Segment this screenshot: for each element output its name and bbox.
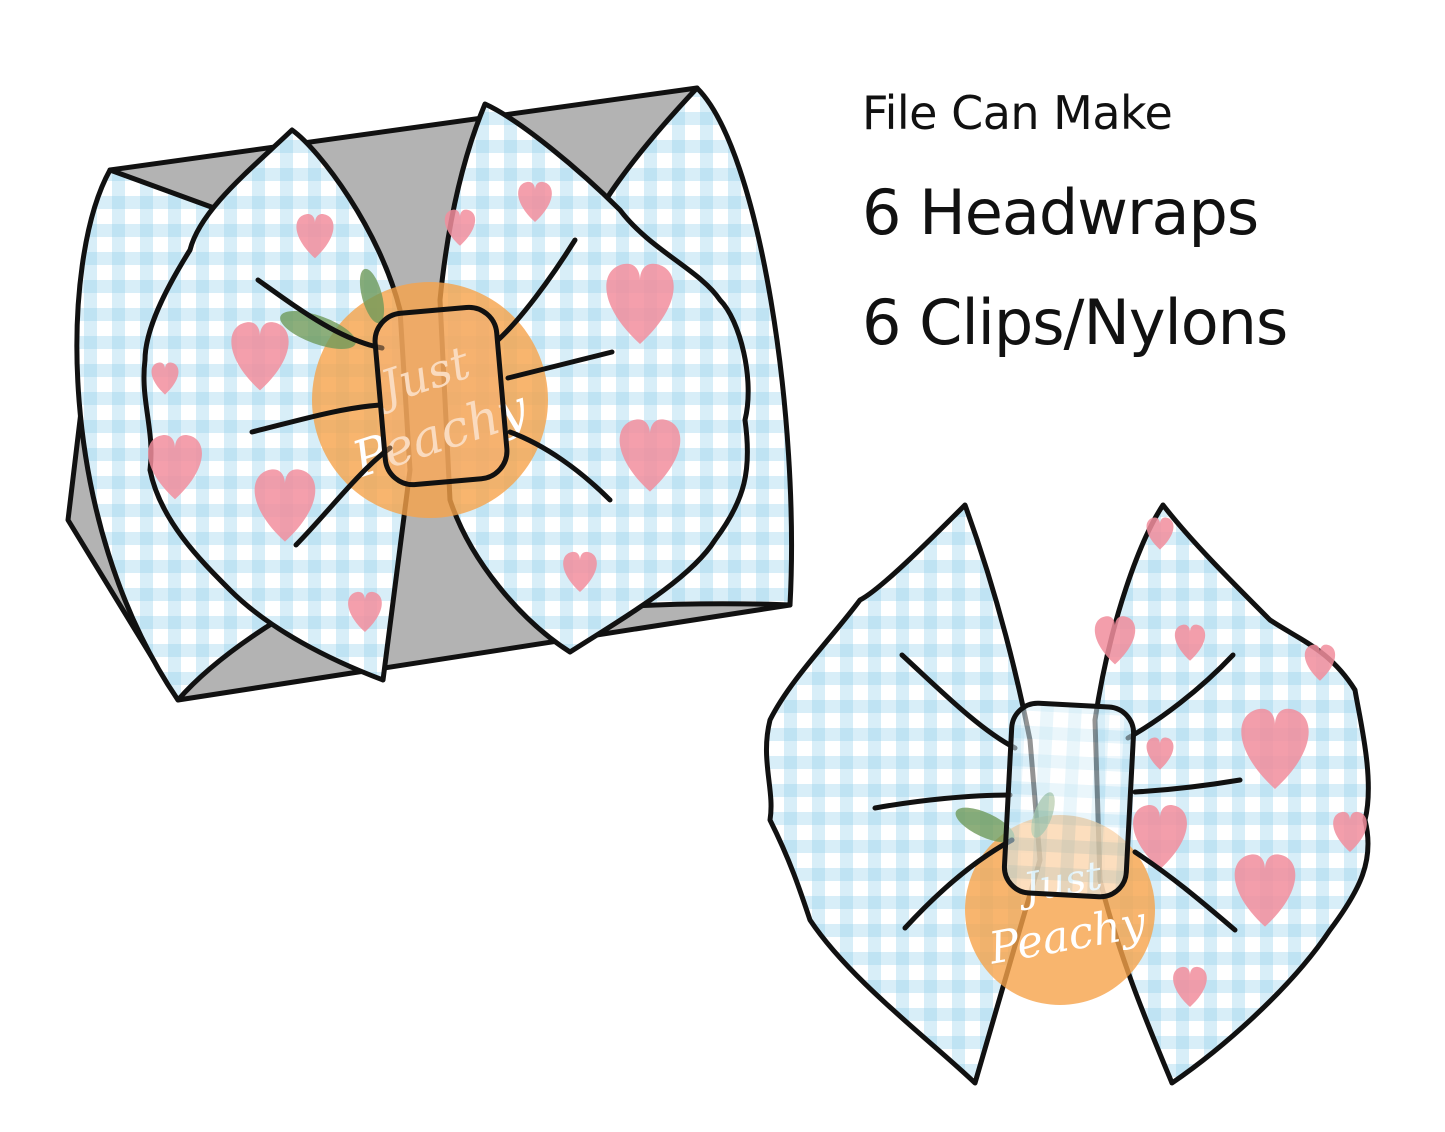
clip-bow-fold-lines — [872, 652, 1243, 933]
headwrap-knot — [372, 304, 510, 488]
clip-bow-illustration: Just Peachy — [763, 502, 1371, 1086]
clip-bow-knot — [1001, 700, 1137, 900]
caption-clips-count: 6 Clips/Nylons — [862, 286, 1288, 359]
caption-heading: File Can Make — [862, 86, 1173, 140]
caption-headwraps-count: 6 Headwraps — [862, 176, 1259, 249]
headwrap-illustration: Just Peachy — [65, 85, 794, 703]
headwrap-fold-lines — [249, 237, 615, 548]
